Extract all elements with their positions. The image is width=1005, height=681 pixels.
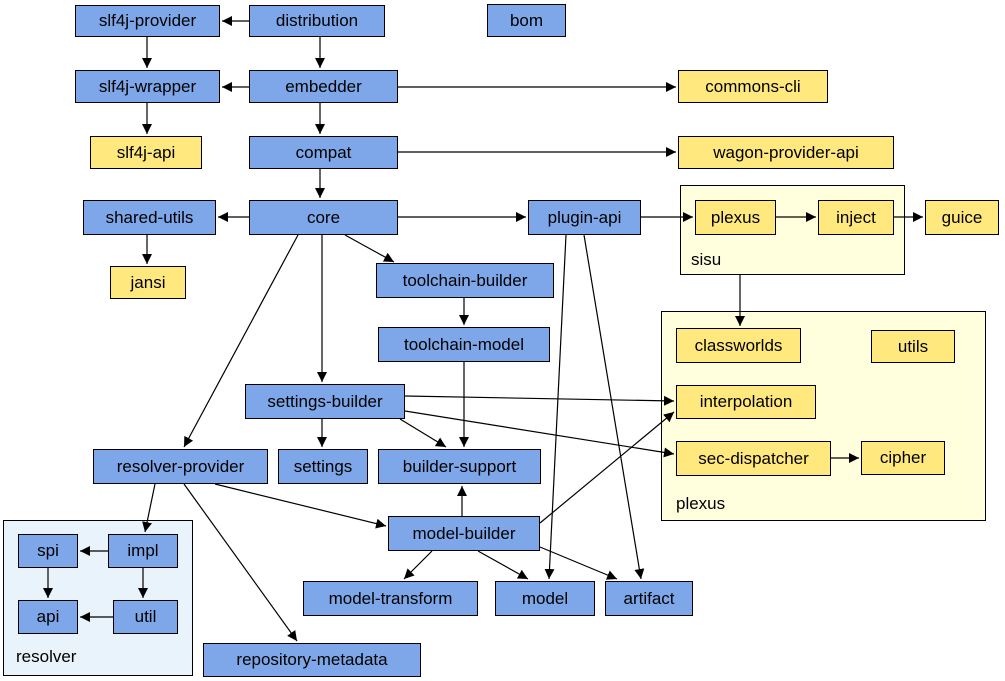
node-shared-utils: shared-utils <box>83 200 216 235</box>
node-interpolation: interpolation <box>676 385 816 419</box>
node-artifact: artifact <box>605 581 693 616</box>
node-distribution: distribution <box>249 5 385 37</box>
node-toolchain-builder: toolchain-builder <box>376 263 554 298</box>
node-plugin-api: plugin-api <box>528 200 641 235</box>
node-cipher: cipher <box>861 441 945 475</box>
group-resolver-label: resolver <box>16 647 77 666</box>
node-spi: spi <box>18 534 78 568</box>
edge-model-builder-interpolation <box>539 411 675 524</box>
node-bom: bom <box>487 4 566 37</box>
node-builder-support: builder-support <box>378 449 541 484</box>
node-slf4j-api: slf4j-api <box>90 136 202 169</box>
edge-model-builder-model <box>477 550 529 580</box>
node-toolchain-model: toolchain-model <box>378 327 550 362</box>
node-guice: guice <box>925 200 999 235</box>
node-inject: inject <box>818 200 894 235</box>
edge-model-builder-model-transform <box>403 550 433 580</box>
node-slf4j-wrapper: slf4j-wrapper <box>75 70 220 103</box>
edge-core-toolchain-builder <box>344 234 395 263</box>
edge-resolver-provider-repository-metadata <box>183 483 298 642</box>
edge-resolver-provider-model-builder <box>214 483 387 529</box>
group-sisu-label: sisu <box>691 250 722 269</box>
edge-model-builder-artifact <box>539 546 618 580</box>
node-core: core <box>249 200 398 235</box>
node-wagon-provider-api: wagon-provider-api <box>678 136 894 169</box>
node-resolver-provider: resolver-provider <box>93 449 268 484</box>
node-model: model <box>495 581 595 616</box>
node-model-builder: model-builder <box>388 516 540 551</box>
node-settings: settings <box>278 449 368 484</box>
group-plexus-label: plexus <box>676 494 726 513</box>
node-utils: utils <box>871 330 955 363</box>
edge-settings-builder-interpolation <box>404 395 675 406</box>
edge-settings-builder-builder-support <box>399 418 447 448</box>
node-commons-cli: commons-cli <box>678 70 828 103</box>
node-model-transform: model-transform <box>303 581 478 616</box>
edge-plugin-api-artifact <box>583 234 645 580</box>
node-embedder: embedder <box>249 70 398 103</box>
node-jansi: jansi <box>110 266 186 299</box>
node-settings-builder: settings-builder <box>245 384 405 419</box>
node-repository-metadata: repository-metadata <box>203 643 421 677</box>
node-sec-dispatcher: sec-dispatcher <box>676 441 831 476</box>
node-slf4j-provider: slf4j-provider <box>75 5 220 37</box>
node-impl: impl <box>108 534 178 568</box>
node-api: api <box>18 600 78 634</box>
edge-settings-builder-sec-dispatcher <box>404 410 675 458</box>
node-util: util <box>113 600 178 634</box>
node-classworlds: classworlds <box>676 328 801 363</box>
node-plexus: plexus <box>695 200 776 235</box>
node-compat: compat <box>249 136 398 169</box>
